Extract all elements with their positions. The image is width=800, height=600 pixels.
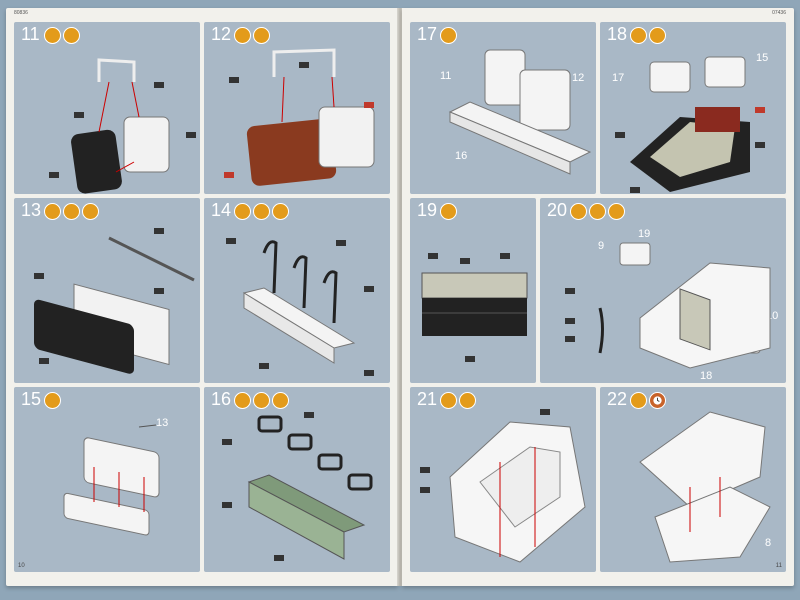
step-18-panel: 18 15 17: [600, 22, 786, 194]
step-14-panel: 14: [204, 198, 390, 383]
paint-icons: [234, 203, 289, 220]
part-label: 12: [572, 72, 585, 84]
step-16-diagram: [222, 412, 373, 561]
paint-icon: [630, 392, 647, 409]
paint-icon: [649, 27, 666, 44]
part-label: 15: [756, 52, 769, 64]
step-number: 16: [211, 389, 232, 409]
step-18-diagram: [615, 56, 765, 193]
paint-icons: [630, 27, 666, 44]
paint-icons: [44, 392, 61, 409]
step-13-panel: 13: [14, 198, 200, 383]
step-number: 20: [547, 200, 568, 220]
paint-icon: [272, 203, 289, 220]
right-page: 07436 17 11 12 16 18 15 17: [402, 8, 794, 586]
step-20-diagram: [565, 242, 771, 369]
paint-icon: [459, 392, 476, 409]
step-22-diagram: [639, 411, 771, 563]
page-code: 07436: [772, 10, 786, 16]
step-number: 14: [211, 200, 232, 220]
step-number: 12: [211, 24, 232, 44]
step-12-panel: 12: [204, 22, 390, 194]
part-label: 8: [765, 537, 772, 549]
left-page: 80836 11 12: [6, 8, 398, 586]
step-20-panel: 20 19 9 10 18: [540, 198, 786, 383]
page-number: 11: [775, 563, 782, 569]
paint-icon: [63, 27, 80, 44]
paint-icon: [63, 203, 80, 220]
paint-icons: [44, 27, 80, 44]
step-number: 19: [417, 200, 438, 220]
spine: [397, 8, 403, 586]
paint-icon: [630, 27, 647, 44]
step-17-panel: 17 11 12 16: [410, 22, 596, 194]
step-11-panel: 11: [14, 22, 200, 194]
instruction-booklet: 80836 11 12: [6, 8, 794, 592]
part-label: 18: [700, 370, 713, 382]
paint-icon: [440, 392, 457, 409]
paint-icon: [44, 27, 61, 44]
step-number: 11: [21, 24, 40, 44]
step-number: 17: [417, 24, 438, 44]
paint-icons: [570, 203, 625, 220]
part-label: 19: [638, 228, 651, 240]
paint-icons: [440, 392, 476, 409]
part-label: 13: [156, 417, 169, 429]
step-number: 15: [21, 389, 42, 409]
part-label: 11: [440, 70, 452, 82]
step-13-diagram: [34, 228, 195, 374]
paint-icon: [589, 203, 606, 220]
paint-icons: [44, 203, 99, 220]
paint-icon: [82, 203, 99, 220]
step-number: 22: [607, 389, 628, 409]
step-number: 18: [607, 24, 628, 44]
paint-icon: [44, 392, 61, 409]
paint-icons: [234, 27, 270, 44]
step-21-diagram: [420, 409, 586, 563]
step-number: 13: [21, 200, 42, 220]
paint-icon: [234, 203, 251, 220]
paint-icon: [440, 203, 457, 220]
paint-icons: [234, 392, 289, 409]
paint-icons: [440, 27, 457, 44]
paint-icon: [253, 203, 270, 220]
paint-icon: [234, 27, 251, 44]
paint-icons: [630, 392, 666, 409]
paint-icon: [570, 203, 587, 220]
step-19-diagram: [421, 253, 528, 362]
paint-icon: [440, 27, 457, 44]
step-17-diagram: [448, 49, 592, 175]
step-12-diagram: [224, 48, 375, 186]
step-15-diagram: [63, 424, 160, 536]
step-11-diagram: [49, 58, 196, 194]
paint-icon: [253, 27, 270, 44]
step-22-panel: 22 8 11: [600, 387, 786, 572]
paint-icon: [234, 392, 251, 409]
step-14-diagram: [226, 238, 374, 376]
part-label: 17: [612, 72, 625, 84]
page-code: 80836: [14, 10, 28, 16]
paint-icons: [440, 203, 457, 220]
step-number: 21: [417, 389, 438, 409]
step-19-panel: 19: [410, 198, 536, 383]
part-label: 9: [598, 240, 605, 252]
part-label: 16: [455, 150, 468, 162]
page-number: 10: [18, 563, 25, 569]
step-16-panel: 16: [204, 387, 390, 572]
paint-icon: [253, 392, 270, 409]
paint-icon: [608, 203, 625, 220]
paint-icon: [44, 203, 61, 220]
clock-icon: [649, 392, 666, 409]
paint-icon: [272, 392, 289, 409]
step-21-panel: 21: [410, 387, 596, 572]
step-15-panel: 15 13 10: [14, 387, 200, 572]
